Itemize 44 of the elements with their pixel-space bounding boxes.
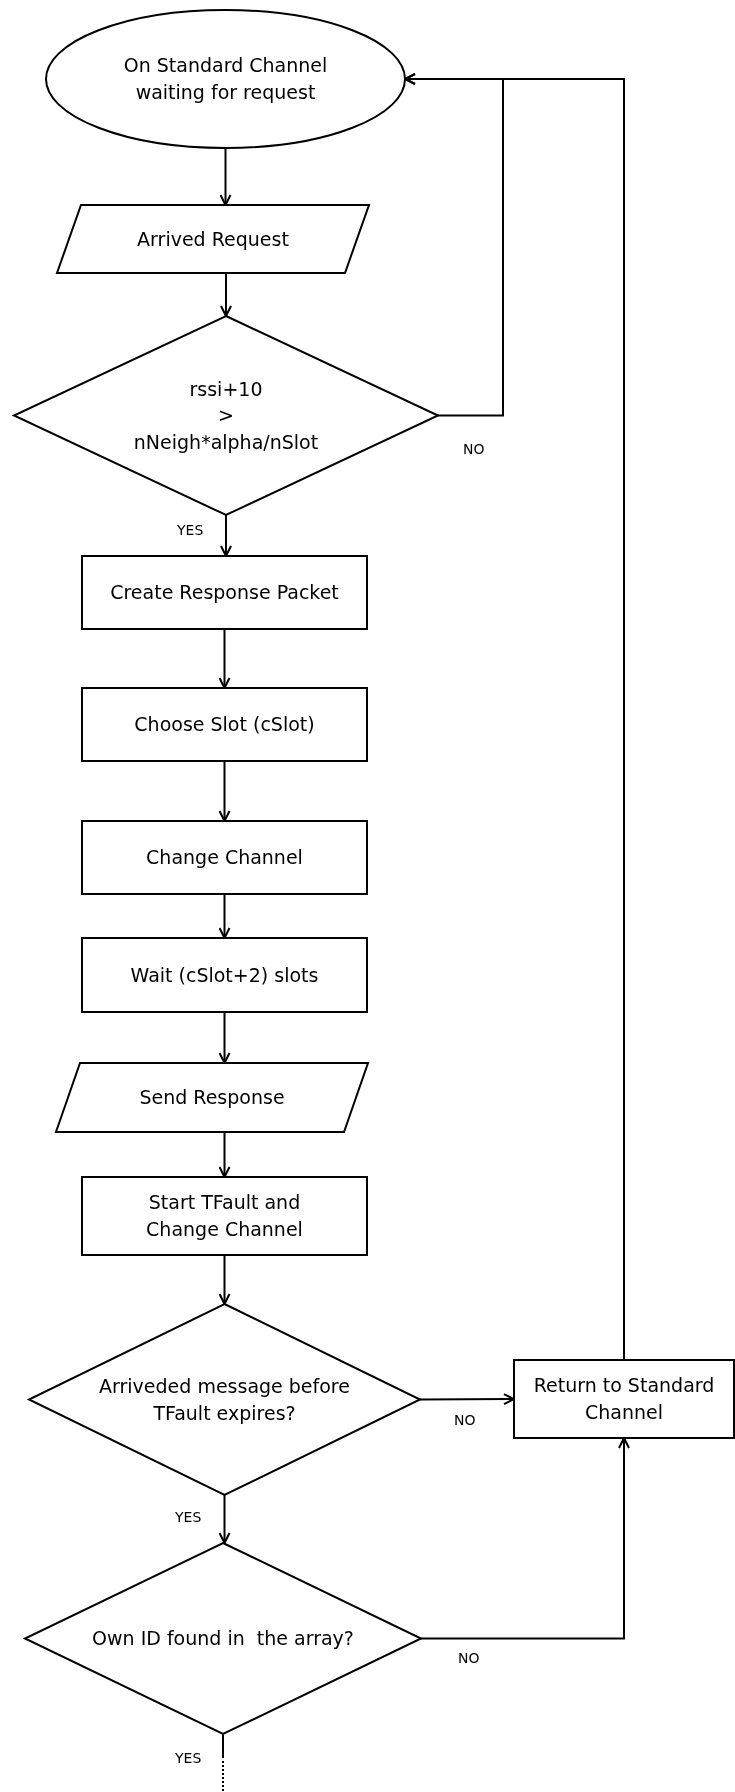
node-text: Own ID found in the array? (91, 1626, 355, 1652)
process-box (82, 1177, 367, 1255)
process-box (82, 688, 367, 761)
arrow (419, 1393, 515, 1406)
arrow (218, 760, 231, 822)
node-text: Return to Standard Channel (532, 1373, 716, 1425)
process-box (82, 821, 367, 894)
input-output-parallelogram (57, 205, 369, 273)
edge-label: YES (174, 1750, 203, 1766)
arrow (218, 1254, 231, 1305)
node-text: Send Response (138, 1085, 286, 1111)
arrow (218, 1494, 231, 1544)
arrow (220, 272, 232, 317)
arrow (219, 147, 232, 206)
process-box (82, 938, 367, 1012)
node-text: Create Response Packet (109, 580, 340, 606)
arrow (218, 893, 231, 939)
edge-label: YES (176, 522, 205, 538)
arrow (218, 1131, 231, 1178)
node-text: Change Channel (145, 845, 304, 871)
node-text: Start TFault and Change Channel (145, 1190, 304, 1242)
node-text: Choose Slot (cSlot) (133, 712, 316, 738)
input-output-parallelogram (56, 1063, 368, 1132)
process-box (514, 1360, 734, 1438)
arrow (404, 73, 625, 1361)
arrow (218, 628, 231, 689)
node-text: Arrived Request (136, 226, 290, 252)
arrow (218, 1011, 231, 1064)
edge-label: NO (457, 1650, 481, 1666)
edge-label: NO (453, 1412, 477, 1428)
edge-label: YES (174, 1509, 203, 1525)
edge-label: NO (462, 441, 486, 457)
decision-diamond (25, 1543, 421, 1734)
node-text: Arriveded message before TFault expires? (98, 1373, 351, 1426)
arrow (220, 514, 232, 557)
node-text: Wait (cSlot+2) slots (129, 962, 320, 988)
node-text: rssi+10 > nNeigh*alpha/nSlot (132, 376, 320, 455)
process-box (82, 556, 367, 629)
arrow (420, 1437, 630, 1640)
decision-diamond (14, 316, 438, 515)
node-text: On Standard Channel waiting for request (122, 53, 329, 105)
connector-line (222, 1733, 224, 1792)
decision-diamond (29, 1304, 420, 1495)
start-ellipse (46, 10, 405, 148)
